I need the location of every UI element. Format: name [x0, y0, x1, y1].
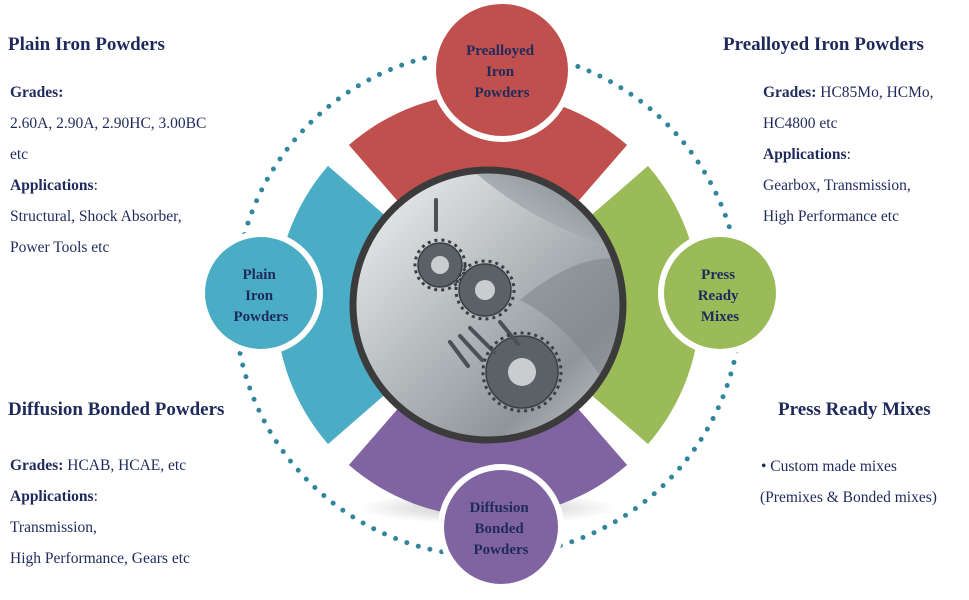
diffusion-bonded-title: Diffusion Bonded Powders: [8, 399, 225, 420]
node-left: Plain Iron Powders: [199, 231, 323, 355]
segment-right: [589, 165, 700, 445]
press-ready-line2: (Premixes & Bonded mixes): [760, 489, 937, 506]
plain-apps-colon: :: [93, 177, 98, 194]
prealloyed-grades-value: HC85Mo, HCMo,: [816, 84, 934, 101]
node-top: Prealloyed Iron Powders: [430, 0, 574, 142]
diffusion-grades-label: Grades:: [10, 457, 64, 474]
plain-apps-line2: Power Tools etc: [10, 239, 110, 256]
node-bottom-label: Diffusion Bonded Powders: [470, 500, 533, 558]
segment-left: [276, 165, 387, 445]
prealloyed-grades-label: Grades:: [763, 84, 817, 101]
node-right: Press Ready Mixes: [658, 231, 782, 355]
plain-grades-line1: 2.60A, 2.90A, 2.90HC, 3.00BC: [10, 115, 207, 132]
plain-iron-details: Grades: 2.60A, 2.90A, 2.90HC, 3.00BC etc…: [10, 77, 206, 263]
plain-grades-label: Grades:: [10, 84, 64, 101]
diffusion-apps-line2: High Performance, Gears etc: [10, 550, 190, 567]
diffusion-apps-colon: :: [93, 488, 98, 505]
prealloyed-apps-line2: High Performance etc: [763, 208, 899, 225]
prealloyed-grades-line2: HC4800 etc: [763, 115, 838, 132]
center-ring: [349, 166, 627, 444]
node-left-label: Plain Iron Powders: [234, 267, 289, 325]
plain-iron-title: Plain Iron Powders: [8, 34, 165, 55]
diffusion-bonded-details: Grades: HCAB, HCAE, etc Applications: Tr…: [10, 450, 190, 574]
prealloyed-apps-line1: Gearbox, Transmission,: [763, 177, 911, 194]
prealloyed-iron-details: Grades: HC85Mo, HCMo, HC4800 etc Applica…: [763, 77, 934, 232]
segment-top: [348, 92, 628, 204]
plain-grades-line2: etc: [10, 146, 29, 163]
plain-apps-line1: Structural, Shock Absorber,: [10, 208, 182, 225]
press-ready-line1: • Custom made mixes: [761, 458, 897, 475]
press-ready-details: • Custom made mixes (Premixes & Bonded m…: [760, 451, 937, 513]
plain-apps-label: Applications: [10, 177, 94, 194]
prealloyed-apps-colon: :: [846, 146, 851, 163]
prealloyed-iron-title: Prealloyed Iron Powders: [723, 34, 924, 55]
segment-bottom: [348, 406, 628, 518]
node-right-label: Press Ready Mixes: [698, 267, 743, 325]
diffusion-apps-line1: Transmission,: [10, 519, 97, 536]
prealloyed-apps-label: Applications: [763, 146, 847, 163]
node-top-label: Prealloyed Iron Powders: [466, 43, 538, 101]
press-ready-title: Press Ready Mixes: [778, 399, 931, 420]
metal-gears-photo: [353, 170, 623, 440]
diffusion-grades-value: HCAB, HCAE, etc: [63, 457, 187, 474]
node-bottom: Diffusion Bonded Powders: [438, 464, 564, 590]
diffusion-apps-label: Applications: [10, 488, 94, 505]
